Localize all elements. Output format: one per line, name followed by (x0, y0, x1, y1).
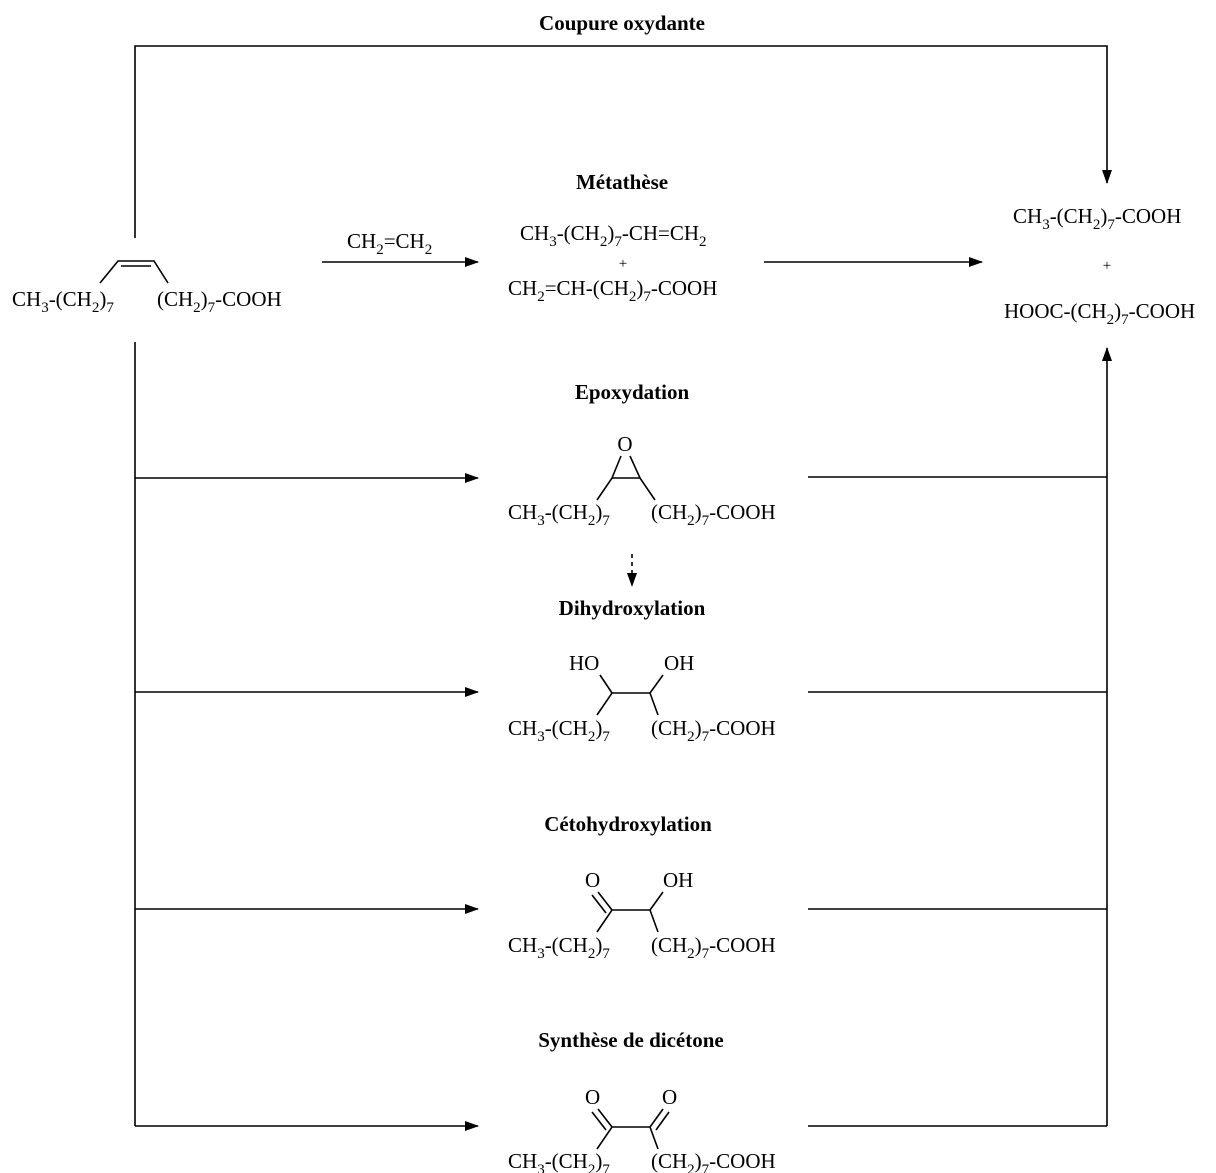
svg-text:O: O (585, 1085, 600, 1109)
start-right-chain: (CH2)7-COOH (157, 287, 282, 316)
diketone-structure: O O CH3-(CH2)7 (CH2)7-COOH (508, 1085, 776, 1173)
svg-text:+: + (619, 256, 627, 272)
svg-text:CH3-(CH2)7: CH3-(CH2)7 (508, 1149, 610, 1173)
svg-text:CH3-(CH2)7-COOH: CH3-(CH2)7-COOH (1013, 204, 1181, 233)
svg-text:O: O (617, 432, 632, 456)
title-metathesis: Métathèse (576, 170, 668, 194)
svg-text:HO: HO (569, 651, 599, 675)
svg-text:O: O (662, 1085, 677, 1109)
svg-text:O: O (585, 868, 600, 892)
start-left-chain: CH3-(CH2)7 (12, 287, 114, 316)
svg-text:(CH2)7-COOH: (CH2)7-COOH (651, 933, 776, 962)
ketol-structure: O OH CH3-(CH2)7 (CH2)7-COOH (508, 868, 776, 962)
title-epoxidation: Epoxydation (575, 380, 690, 404)
svg-text:(CH2)7-COOH: (CH2)7-COOH (651, 1149, 776, 1173)
svg-text:CH3-(CH2)7: CH3-(CH2)7 (508, 500, 610, 529)
title-dihydroxylation: Dihydroxylation (559, 596, 706, 620)
svg-text:+: + (1103, 258, 1111, 274)
metathesis-products: CH3-(CH2)7-CH=CH2 + CH2=CH-(CH2)7-COOH (508, 221, 717, 305)
svg-text:CH2=CH-(CH2)7-COOH: CH2=CH-(CH2)7-COOH (508, 276, 717, 305)
oleic-acid: CH3-(CH2)7 (CH2)7-COOH (12, 260, 282, 316)
svg-text:CH3-(CH2)7: CH3-(CH2)7 (508, 716, 610, 745)
title-cleavage: Coupure oxydante (539, 11, 705, 35)
svg-text:OH: OH (664, 651, 694, 675)
reagent-ethylene: CH2=CH2 (347, 229, 432, 258)
svg-text:CH3-(CH2)7: CH3-(CH2)7 (508, 933, 610, 962)
svg-text:OH: OH (663, 868, 693, 892)
final-products: CH3-(CH2)7-COOH + HOOC-(CH2)7-COOH (1004, 204, 1195, 328)
title-diketone: Synthèse de dicétone (538, 1028, 724, 1052)
svg-text:CH3-(CH2)7-CH=CH2: CH3-(CH2)7-CH=CH2 (520, 221, 707, 250)
svg-text:(CH2)7-COOH: (CH2)7-COOH (651, 500, 776, 529)
epoxide-structure: O CH3-(CH2)7 (CH2)7-COOH (508, 432, 776, 529)
title-ketohydroxylation: Cétohydroxylation (544, 812, 712, 836)
cleavage-arrow (134, 45, 1112, 238)
diol-structure: HO OH CH3-(CH2)7 (CH2)7-COOH (508, 651, 776, 745)
svg-text:(CH2)7-COOH: (CH2)7-COOH (651, 716, 776, 745)
svg-text:HOOC-(CH2)7-COOH: HOOC-(CH2)7-COOH (1004, 299, 1195, 328)
